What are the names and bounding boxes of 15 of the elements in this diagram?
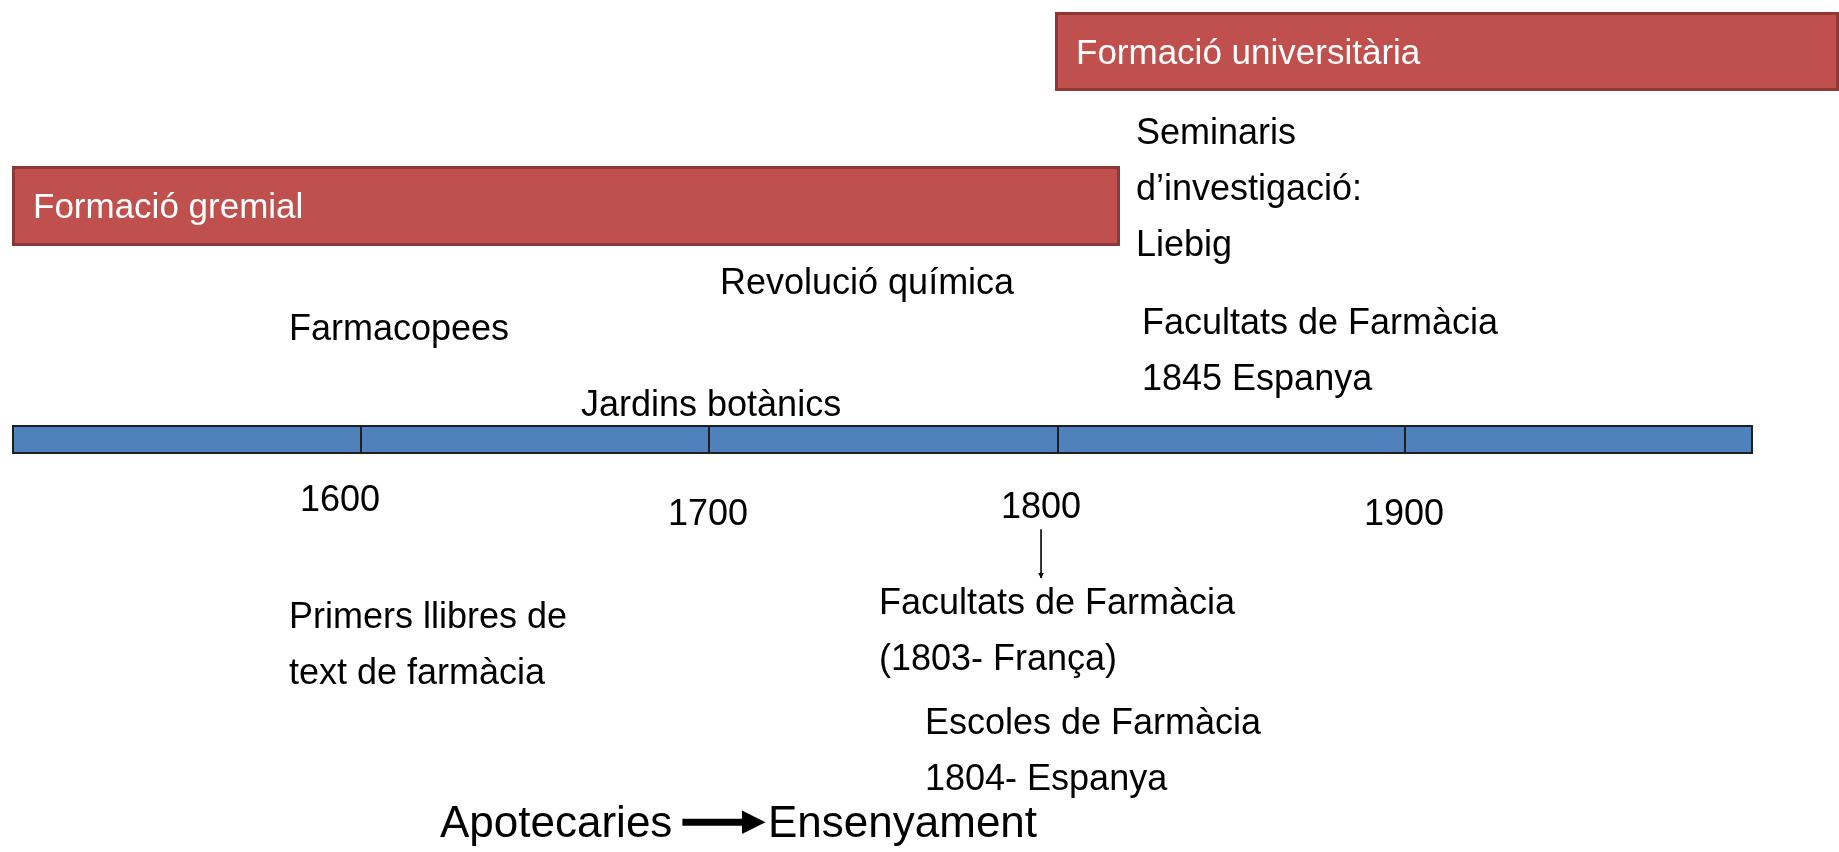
event-label: Jardins botànics <box>581 376 842 432</box>
event-label: Facultats de Farmàcia (1803- França) <box>879 574 1349 686</box>
event-label: Apotecaries <box>440 798 673 847</box>
year-label: 1700 <box>668 492 749 534</box>
event-label: 1800 <box>1001 484 1082 528</box>
event-label: Seminaris d’investigació: Liebig <box>1136 104 1436 272</box>
year-label: 1900 <box>1364 492 1445 534</box>
year-label: 1600 <box>300 478 381 520</box>
period-bar: Formació universitària <box>1055 12 1839 91</box>
event-label: Facultats de Farmàcia 1845 Espanya <box>1142 294 1582 406</box>
event-label: Revolució química <box>720 254 1015 310</box>
event-label: Farmacopees <box>289 300 510 356</box>
event-label: Primers llibres de text de farmàcia <box>289 588 569 700</box>
arrow <box>1038 528 1045 579</box>
period-bar: Formació gremial <box>12 166 1120 246</box>
